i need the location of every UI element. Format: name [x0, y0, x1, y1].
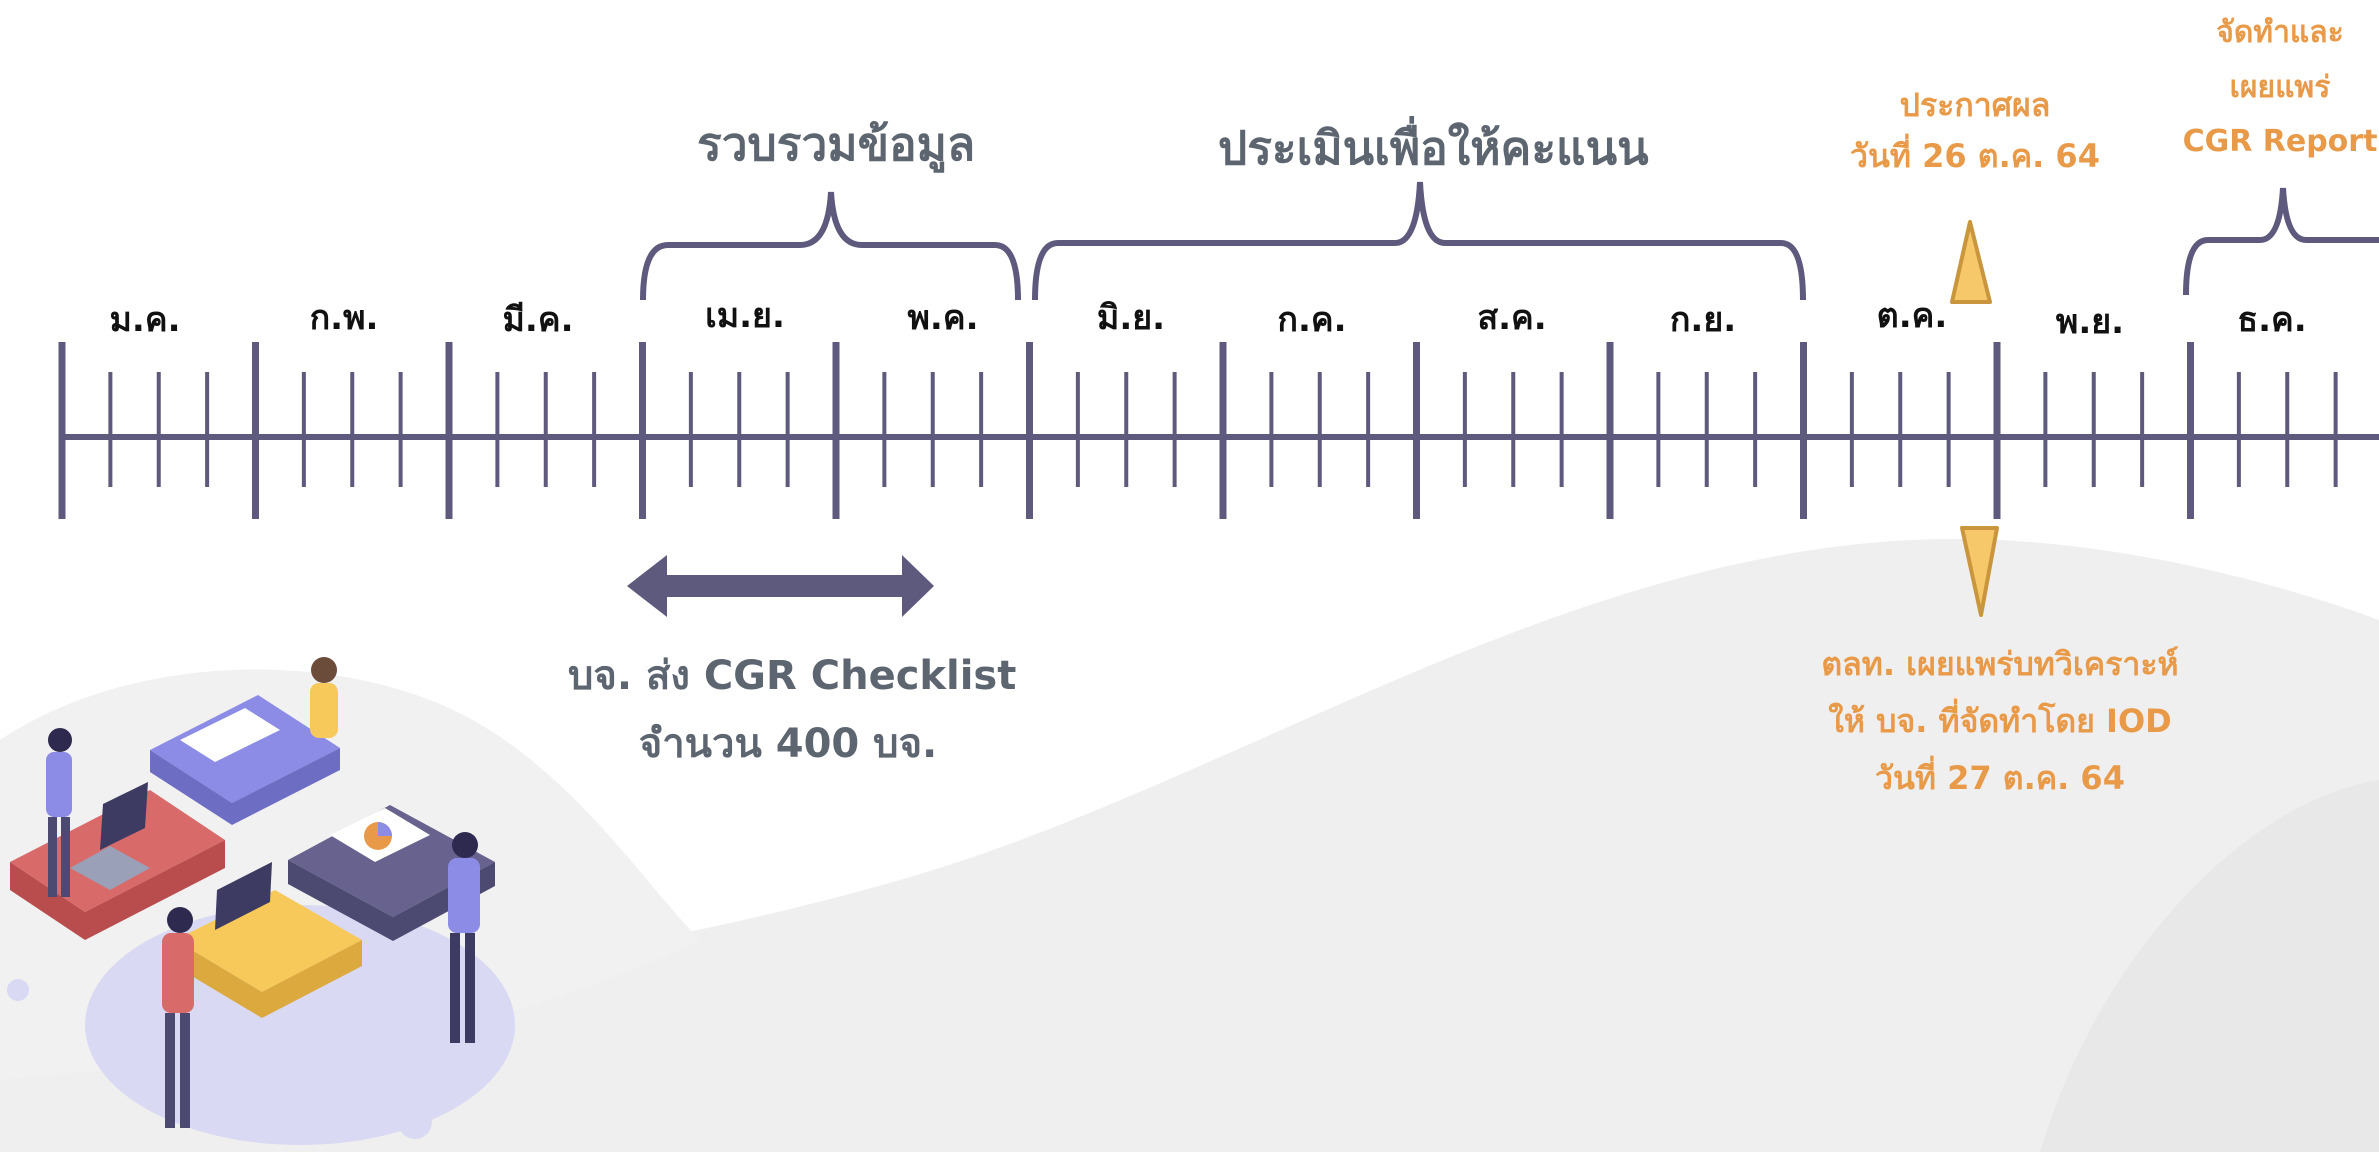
- monitor-icon: [215, 862, 272, 930]
- laptop-screen-icon: [100, 782, 148, 850]
- checklist-note-line2: จำนวน 400 บจ.: [638, 721, 938, 767]
- analysis-note-line3: วันที่ 27 ต.ค. 64: [1875, 758, 2125, 797]
- report-note-line2: เผยแพร่: [2229, 69, 2331, 105]
- brace-evaluation: [1032, 181, 1806, 301]
- checklist-note-line1: บจ. ส่ง CGR Checklist: [568, 653, 1017, 699]
- analysis-note-line1: ตลท. เผยแพร่บทวิเคราะห์: [1821, 645, 2179, 683]
- brace-collect-data: [640, 191, 1021, 301]
- puzzle-piece-purple-side: [150, 748, 340, 825]
- report-note-line3: CGR Report: [2182, 124, 2378, 160]
- background-wave-large: [0, 538, 2379, 1152]
- double-arrow-checklist-period: [627, 555, 934, 617]
- laptop-icon: [70, 846, 150, 890]
- month-label: ก.ย.: [1669, 300, 1737, 340]
- month-label: ต.ค.: [1876, 296, 1948, 336]
- report-note-line1: จัดทำและ: [2216, 15, 2344, 50]
- month-label: ส.ค.: [1477, 298, 1547, 338]
- announcement-note-line1: ประกาศผล: [1899, 86, 2051, 124]
- person-right: [448, 832, 480, 1043]
- person-left: [46, 728, 72, 897]
- month-label: พ.ย.: [2055, 302, 2125, 342]
- pie-chart-slice: [378, 822, 392, 836]
- person-bottom: [162, 907, 194, 1128]
- illustration-dot: [7, 979, 29, 1001]
- brace-report: [2183, 187, 2379, 296]
- month-label: ธ.ค.: [2237, 300, 2307, 340]
- report-note: จัดทำและ เผยแพร่ CGR Report: [2170, 6, 2379, 170]
- month-label: ม.ค.: [109, 300, 181, 340]
- analysis-note: ตลท. เผยแพร่บทวิเคราะห์ ให้ บจ. ที่จัดทำ…: [1775, 636, 2225, 807]
- month-label: พ.ค.: [907, 298, 979, 338]
- announcement-note: ประกาศผล วันที่ 26 ต.ค. 64: [1835, 80, 2115, 182]
- analysis-note-line2: ให้ บจ. ที่จัดทำโดย IOD: [1828, 701, 2172, 740]
- document-icon: [180, 708, 280, 762]
- illustration-dot: [398, 1105, 432, 1139]
- background-wave-right: [2040, 780, 2379, 1152]
- puzzle-piece-purple: [150, 695, 340, 803]
- announcement-marker-triangle: [1950, 220, 1992, 304]
- phase-label-collect-data: รวบรวมข้อมูล: [697, 117, 976, 171]
- timeline-ticks: [58, 342, 2338, 519]
- month-label: มี.ค.: [502, 300, 574, 340]
- person-top: [310, 657, 338, 738]
- analysis-marker-triangle: [1960, 526, 1999, 617]
- month-label: มิ.ย.: [1096, 298, 1166, 338]
- month-label: ก.พ.: [309, 298, 379, 338]
- team-puzzle-illustration: [7, 657, 515, 1145]
- month-label: ก.ค.: [1277, 300, 1347, 340]
- checklist-note: บจ. ส่ง CGR Checklist จำนวน 400 บจ.: [568, 642, 1017, 778]
- puzzle-piece-red-side: [10, 840, 225, 940]
- puzzle-piece-yellow-side: [175, 940, 362, 1018]
- puzzle-piece-yellow: [175, 890, 362, 992]
- announcement-note-line2: วันที่ 26 ต.ค. 64: [1850, 137, 2100, 176]
- phase-label-evaluation: ประเมินเพื่อให้คะแนน: [1218, 121, 1649, 175]
- month-label: เม.ย.: [705, 296, 785, 336]
